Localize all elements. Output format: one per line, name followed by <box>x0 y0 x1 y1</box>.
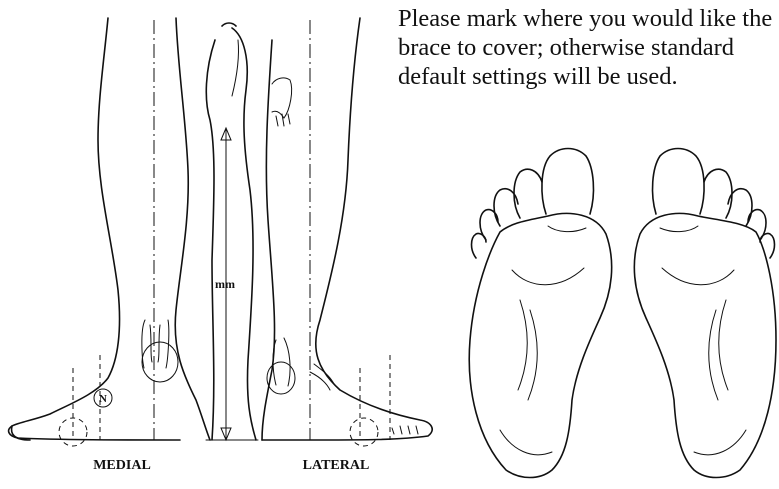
medial-label: MEDIAL <box>93 458 151 473</box>
instruction-text: Please mark where you would like the bra… <box>398 4 776 91</box>
left-sole-drawing <box>469 149 611 478</box>
marker-label: N <box>99 393 107 405</box>
measurement-label: mm <box>215 277 235 291</box>
medial-leg-drawing: N MEDIAL <box>9 18 210 473</box>
lateral-label: LATERAL <box>303 458 370 473</box>
side-leg-drawing: mm <box>206 23 258 440</box>
right-sole-drawing <box>634 149 776 478</box>
